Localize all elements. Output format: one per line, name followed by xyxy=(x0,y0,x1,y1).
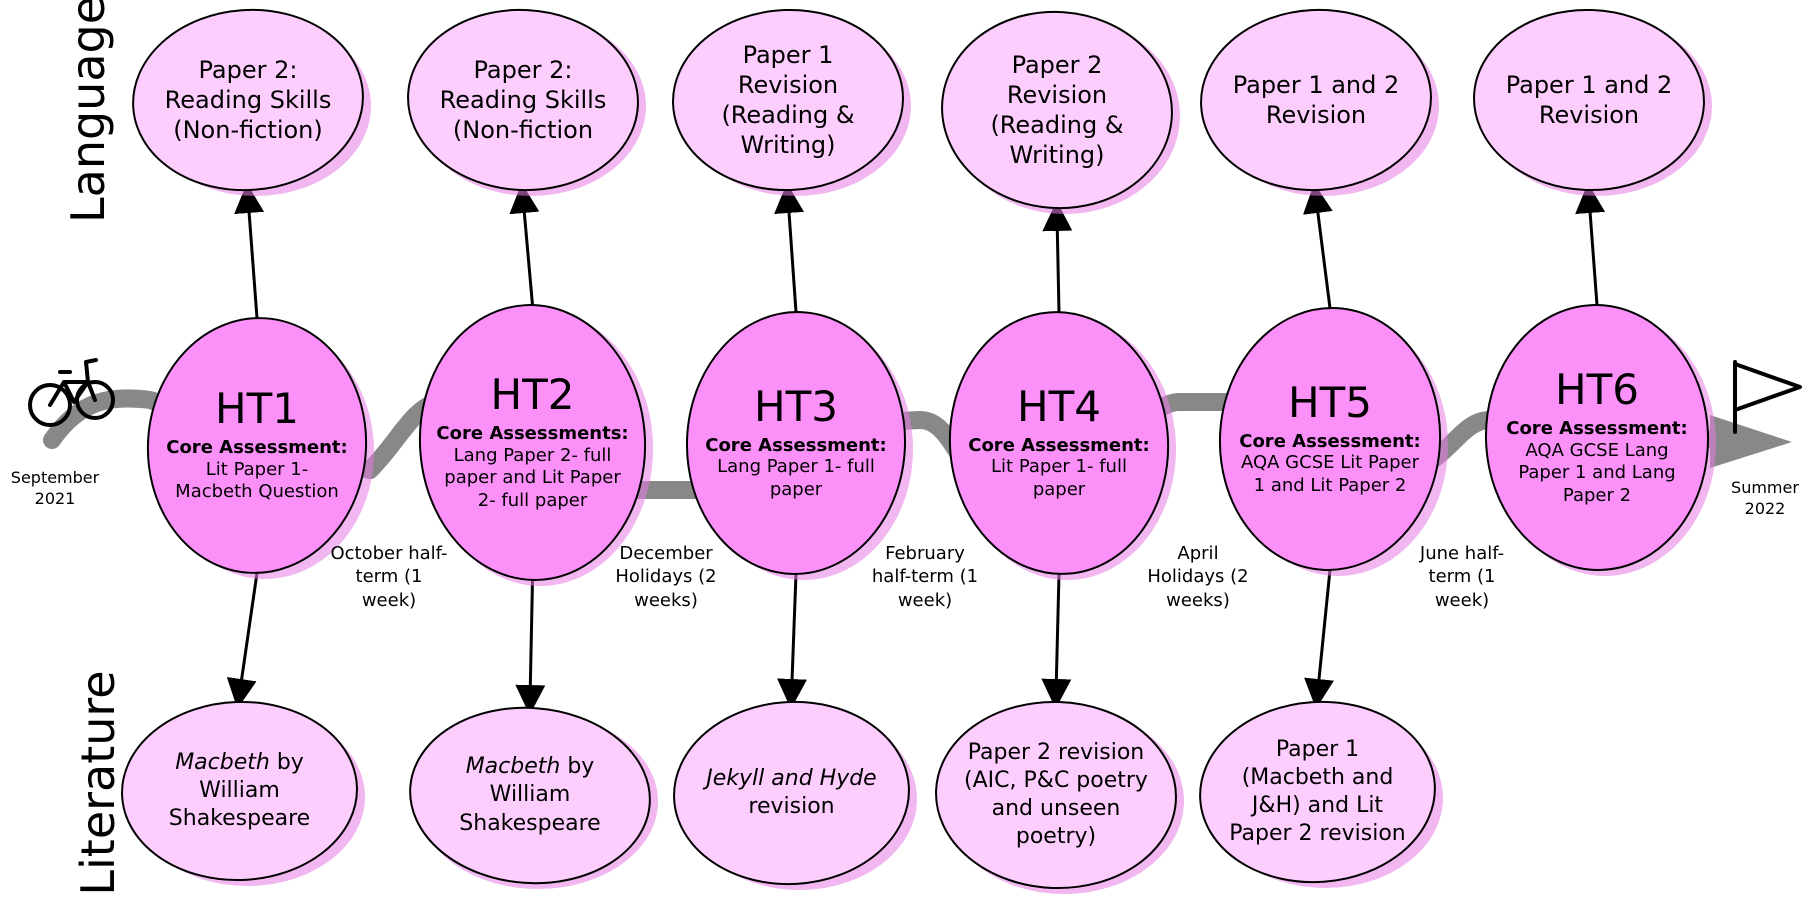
ht4-title: HT4 xyxy=(1017,381,1101,431)
language-bubble-ht1-shape xyxy=(132,8,364,192)
literature-topic-ht2: Macbeth by William Shakespeare xyxy=(459,754,601,836)
language-bubble-ht4-shape xyxy=(941,10,1173,210)
arrow-to-literature-ht1 xyxy=(226,572,259,709)
ht4-core-label: Core Assessment: xyxy=(968,434,1150,456)
arrow-to-language-ht4 xyxy=(1042,201,1073,313)
language-side-label: Language xyxy=(61,0,115,223)
ht1-core-label: Core Assessment: xyxy=(166,437,348,459)
ht3-assessment-detail: Lang Paper 1- full paper xyxy=(717,456,875,500)
break-label-february: February half-term (1 week) xyxy=(871,543,979,611)
arrow-to-language-ht6 xyxy=(1575,183,1606,306)
literature-bubble-ht5: Paper 1 (Macbeth and J&H) and Lit Paper … xyxy=(1200,702,1435,882)
arrow-to-language-ht2 xyxy=(509,183,540,306)
language-bubble-ht3-shape xyxy=(672,8,904,192)
arrow-to-literature-ht5 xyxy=(1304,569,1334,709)
literature-bubble-ht4-shape xyxy=(935,700,1177,890)
literature-topic-ht5: Paper 1 (Macbeth and J&H) and Lit Paper … xyxy=(1229,736,1406,847)
language-bubble-ht1: Paper 2: Reading Skills (Non-fiction) xyxy=(133,10,363,190)
language-bubble-ht5: Paper 1 and 2 Revision xyxy=(1201,10,1431,190)
ht4-bubble-shape xyxy=(948,311,1170,575)
literature-side-label: Literature xyxy=(71,670,125,896)
ht2-bubble: HT2 Core Assessments: Lang Paper 2- full… xyxy=(420,305,645,580)
ht5-bubble-shape xyxy=(1218,307,1442,571)
bicycle-icon xyxy=(28,358,115,427)
literature-topic-ht1: Macbeth by William Shakespeare xyxy=(168,749,311,832)
literature-topic-ht3: Jekyll and Hyde revision xyxy=(706,765,877,819)
break-label-october: October half-term (1 week) xyxy=(330,543,448,611)
ht6-bubble: HT6 Core Assessment: AQA GCSE Lang Paper… xyxy=(1486,305,1708,570)
literature-bubble-ht5-shape xyxy=(1199,700,1436,884)
ht1-bubble: HT1 Core Assessment: Lit Paper 1- Macbet… xyxy=(148,318,366,573)
connector-arrows xyxy=(226,183,1606,715)
ht5-assessment-detail: AQA GCSE Lit Paper 1 and Lit Paper 2 xyxy=(1240,452,1420,496)
break-label-april: April Holidays (2 weeks) xyxy=(1147,543,1249,611)
ht4-assessment-detail: Lit Paper 1- full paper xyxy=(991,456,1127,500)
ht5-bubble: HT5 Core Assessment: AQA GCSE Lit Paper … xyxy=(1220,308,1440,570)
language-topic-ht4: Paper 2 Revision (Reading & Writing) xyxy=(990,51,1124,169)
timeline-arrowhead xyxy=(1710,415,1792,468)
language-topic-ht6: Paper 1 and 2 Revision xyxy=(1505,71,1673,129)
ht6-bubble-shape xyxy=(1484,304,1710,571)
literature-bubble-ht1: Macbeth by William Shakespeare xyxy=(122,702,357,880)
break-label-december: December Holidays (2 weeks) xyxy=(615,543,717,611)
ht4-bubble: HT4 Core Assessment: Lit Paper 1- full p… xyxy=(950,312,1168,574)
language-bubble-ht6: Paper 1 and 2 Revision xyxy=(1474,10,1704,190)
literature-bubble-ht1-shape xyxy=(121,700,358,882)
arrow-to-language-ht5 xyxy=(1303,183,1333,309)
language-topic-ht5: Paper 1 and 2 Revision xyxy=(1232,71,1400,129)
arrow-to-literature-ht4 xyxy=(1041,573,1072,709)
ht2-assessment-detail: Lang Paper 2- full paper and Lit Paper 2… xyxy=(444,444,621,511)
ht6-title: HT6 xyxy=(1555,364,1639,414)
language-topic-ht2: Paper 2: Reading Skills (Non-fiction xyxy=(439,56,607,144)
ht1-bubble-shape xyxy=(146,317,368,574)
arrow-to-language-ht3 xyxy=(774,183,805,313)
bubble-shapes xyxy=(121,8,1716,894)
language-bubble-ht3: Paper 1 Revision (Reading & Writing) xyxy=(673,10,903,190)
arrow-to-language-ht1 xyxy=(234,183,265,319)
arrow-to-literature-ht3 xyxy=(777,573,808,709)
ht2-title: HT2 xyxy=(490,369,575,419)
literature-topic-ht4: Paper 2 revision (AIC, P&C poetry and un… xyxy=(964,739,1148,850)
ht3-title: HT3 xyxy=(754,381,838,431)
ht3-bubble-shape xyxy=(685,311,907,575)
ht6-core-label: Core Assessment: xyxy=(1506,418,1688,439)
literature-bubble-ht3-shape xyxy=(673,700,910,886)
language-bubble-ht5-shape xyxy=(1200,8,1432,192)
ht3-core-label: Core Assessment: xyxy=(705,434,887,456)
ht1-assessment-detail: Lit Paper 1- Macbeth Question xyxy=(175,458,339,503)
arrow-to-literature-ht2 xyxy=(515,579,546,715)
ht5-title: HT5 xyxy=(1288,377,1372,427)
language-bubble-ht4: Paper 2 Revision (Reading & Writing) xyxy=(942,12,1172,208)
end-label: Summer 2022 xyxy=(1731,478,1799,518)
ht3-bubble: HT3 Core Assessment: Lang Paper 1- full … xyxy=(687,312,905,574)
break-label-june: June half-term (1 week) xyxy=(1419,543,1505,611)
flag-icon xyxy=(1733,360,1802,434)
ht6-assessment-detail: AQA GCSE Lang Paper 1 and Lang Paper 2 xyxy=(1518,439,1676,506)
literature-bubble-ht3: Jekyll and Hyde revision xyxy=(674,702,909,884)
ht1-title: HT1 xyxy=(215,384,299,434)
ht5-core-label: Core Assessment: xyxy=(1239,430,1421,452)
language-topic-ht1: Paper 2: Reading Skills (Non-fiction) xyxy=(164,56,332,144)
language-bubble-ht2: Paper 2: Reading Skills (Non-fiction xyxy=(408,10,638,190)
language-bubble-ht2-shape xyxy=(407,8,639,192)
language-bubble-ht6-shape xyxy=(1473,8,1705,192)
literature-bubble-ht2-shape xyxy=(409,706,651,885)
literature-bubble-ht2: Macbeth by William Shakespeare xyxy=(410,708,650,883)
start-label: September 2021 xyxy=(10,468,100,508)
language-topic-ht3: Paper 1 Revision (Reading & Writing) xyxy=(721,41,855,159)
ht2-core-label: Core Assessments: xyxy=(436,423,629,444)
ht2-bubble-shape xyxy=(418,304,647,581)
literature-bubble-ht4: Paper 2 revision (AIC, P&C poetry and un… xyxy=(936,702,1176,888)
